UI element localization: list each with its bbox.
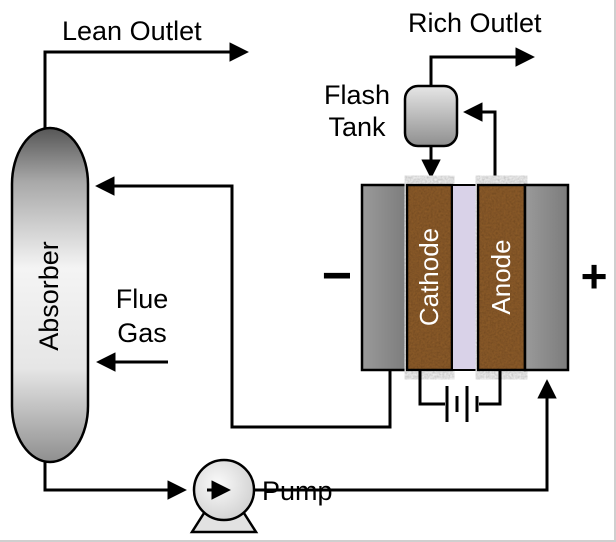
flash-tank-label-line2: Tank — [328, 112, 386, 142]
lean-outlet-label: Lean Outlet — [62, 16, 202, 46]
battery-wire-left — [418, 370, 445, 406]
minus-sign: − — [322, 247, 352, 305]
electrochemical-cell: Cathode Anode − + — [322, 183, 608, 372]
plus-sign: + — [581, 250, 608, 302]
absorber-to-pump-line — [43, 462, 187, 500]
pump: Pump — [189, 458, 333, 534]
battery-symbol — [418, 370, 502, 422]
anode-label: Anode — [486, 239, 516, 314]
cell-left-plate — [360, 183, 409, 372]
cathode-label: Cathode — [414, 228, 444, 326]
cell-right-plate — [523, 183, 570, 372]
absorber-vessel — [10, 126, 90, 464]
cell-to-absorber-return-line — [95, 176, 392, 429]
stream-labels: Lean Outlet Rich Outlet Flue Gas — [62, 8, 542, 348]
flash-tank: Flash Tank — [324, 80, 459, 148]
rich-outlet-label: Rich Outlet — [408, 8, 542, 38]
rich-outlet-line — [429, 47, 535, 86]
lean-outlet-line — [43, 42, 249, 130]
membrane — [451, 184, 479, 371]
absorber-label: Absorber — [34, 241, 64, 351]
stream-lines — [43, 42, 557, 500]
pump-to-cell-line — [254, 379, 557, 492]
flash-tank-label-line1: Flash — [324, 80, 390, 110]
pump-label: Pump — [262, 476, 333, 506]
battery-wire-right — [479, 370, 502, 406]
flash-tank-vessel — [403, 84, 459, 148]
absorber-column: Absorber — [10, 126, 90, 464]
cathode-electrode — [405, 183, 454, 372]
flue-gas-label-line1: Flue — [116, 284, 169, 314]
anode-electrode — [476, 183, 527, 372]
cell-to-flash-tank-line — [463, 102, 497, 185]
flue-gas-label-line2: Gas — [117, 318, 167, 348]
